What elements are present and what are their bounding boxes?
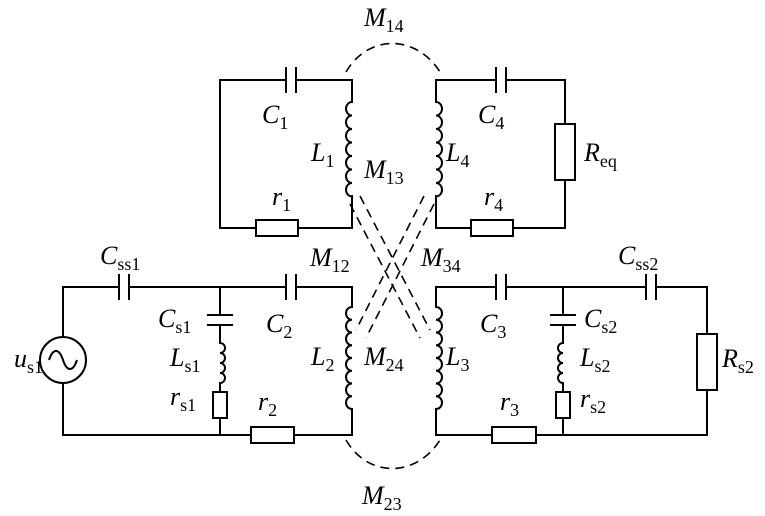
capacitor-css1	[118, 274, 130, 300]
resistor-r3	[491, 426, 537, 444]
inductor-l2	[345, 306, 353, 410]
capacitor-c3	[495, 274, 507, 300]
coupling-m24-a	[355, 195, 425, 331]
capacitor-css2	[645, 274, 657, 300]
label-req: Req	[583, 138, 617, 171]
inductor-ls1	[219, 342, 226, 384]
inductor-l1	[345, 101, 353, 198]
capacitor-c4	[495, 67, 507, 93]
resistor-rs2-load	[696, 333, 718, 391]
label-css1: Css1	[100, 241, 140, 274]
capacitor-cs1	[207, 314, 233, 326]
resistor-rs1	[212, 391, 228, 419]
label-cs1: Cs1	[158, 304, 191, 337]
label-c4: C4	[478, 100, 504, 133]
label-rs2-label: Rs2	[721, 344, 754, 377]
label-us1: us1	[14, 344, 43, 377]
label-m12: M12	[309, 243, 350, 276]
loop-4	[435, 67, 576, 237]
label-c2: C2	[266, 309, 292, 342]
resistor-r1	[255, 219, 299, 237]
mutual-couplings	[345, 42, 441, 470]
label-c1: C1	[262, 100, 288, 133]
coupling-m24-b	[365, 203, 435, 339]
label-l2: L2	[310, 342, 334, 375]
coupling-m13-b	[349, 203, 421, 339]
label-r4: r4	[484, 182, 503, 215]
label-l4: L4	[445, 138, 469, 171]
label-m34: M34	[420, 243, 461, 276]
label-m14: M14	[363, 3, 404, 36]
label-l3: L3	[445, 342, 469, 375]
label-ls1: Ls1	[169, 343, 200, 376]
loop-2	[39, 274, 353, 444]
label-l1: L1	[310, 138, 334, 171]
capacitor-c2	[285, 274, 297, 300]
coupling-m14	[345, 42, 441, 73]
label-m23: M23	[361, 481, 402, 514]
label-cs2: Cs2	[584, 304, 617, 337]
label-ls2: Ls2	[579, 343, 610, 376]
inductor-l3	[435, 306, 443, 410]
resistor-r4	[470, 219, 514, 237]
capacitor-cs2	[550, 314, 576, 326]
coupling-m13-a	[359, 195, 431, 331]
coupling-m23	[345, 439, 441, 470]
inductor-ls2	[557, 342, 564, 384]
labels: M14 C1 L1 M13 r1 C4 L4 Req r4 M12 M34 Cs…	[14, 3, 754, 514]
capacitor-c1	[285, 67, 297, 93]
label-css2: Css2	[618, 241, 658, 274]
label-r2: r2	[258, 387, 277, 420]
label-rs1: rs1	[170, 382, 196, 415]
label-r1: r1	[272, 182, 291, 215]
inductor-l4	[435, 101, 443, 198]
resistor-rs2	[555, 391, 571, 419]
label-c3: C3	[480, 309, 506, 342]
label-m13: M13	[363, 155, 404, 188]
label-m24: M24	[363, 342, 404, 375]
resistor-req	[554, 123, 576, 181]
label-r3: r3	[500, 387, 519, 420]
loop-1	[219, 67, 353, 237]
voltage-source-us1	[39, 336, 87, 384]
label-rs2: rs2	[580, 384, 606, 417]
loop-3	[435, 274, 718, 444]
resistor-r2	[250, 426, 295, 444]
